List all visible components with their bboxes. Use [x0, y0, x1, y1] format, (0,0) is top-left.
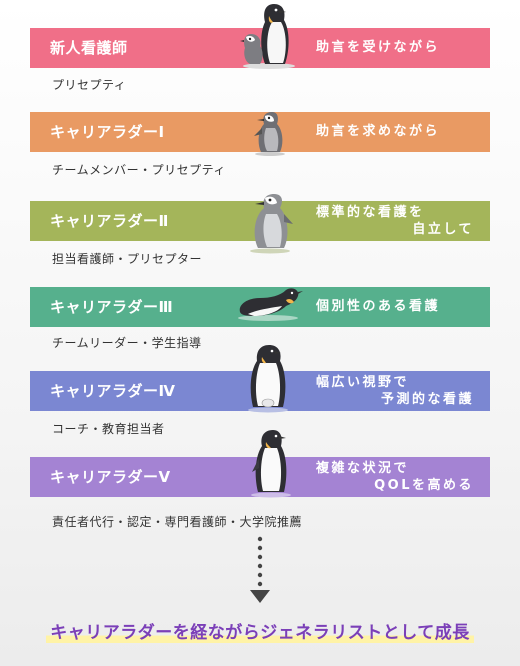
level-title: キャリアラダーⅣ	[50, 382, 176, 400]
lying-penguin-icon	[238, 288, 303, 321]
level-description-line1: 幅広い視野で	[316, 375, 410, 390]
young-penguin-icon	[254, 112, 285, 156]
growth-summary-text: キャリアラダーを経ながらジェネラリストとして成長	[46, 623, 474, 643]
level-title: キャリアラダーⅢ	[50, 298, 174, 316]
penguin-parent-and-chick-icon	[240, 4, 295, 69]
level-description-line2: QOLを高める	[374, 478, 474, 493]
level-role: プリセプティ	[52, 78, 127, 92]
level-title: 新人看護師	[50, 39, 128, 57]
level-description-line2: 予測的な看護	[380, 392, 474, 407]
level-description-line1: 複雑な状況で	[316, 461, 410, 476]
level-description: 助言を求めながら	[316, 112, 486, 152]
level-description-line1: 助言を求めながら	[316, 124, 441, 139]
dotted-down-arrow-icon	[250, 536, 270, 603]
level-title: キャリアラダーⅤ	[50, 468, 171, 486]
level-description-line2: 自立して	[412, 222, 474, 237]
level-role: チームメンバー・プリセプティ	[52, 163, 226, 177]
penguin-with-egg-icon	[248, 345, 288, 413]
growth-summary-caption: キャリアラダーを経ながらジェネラリストとして成長	[0, 618, 520, 643]
level-role: コーチ・教育担当者	[52, 422, 165, 436]
level-description: 個別性のある看護	[316, 287, 486, 327]
level-description-line1: 助言を受けながら	[316, 40, 441, 55]
level-role: チームリーダー・学生指導	[52, 336, 202, 350]
level-title: キャリアラダーⅠ	[50, 123, 165, 141]
level-description: 幅広い視野で 予測的な看護	[316, 371, 486, 408]
level-description: 標準的な看護を 自立して	[316, 201, 486, 238]
level-description-line1: 個別性のある看護	[316, 299, 441, 314]
level-band-ladder-3: キャリアラダーⅢ 個別性のある看護	[30, 287, 490, 327]
juvenile-penguin-icon	[250, 194, 293, 254]
level-description: 助言を受けながら	[316, 28, 486, 68]
level-role: 責任者代行・認定・専門看護師・大学院推薦	[52, 515, 303, 529]
level-description-line1: 標準的な看護を	[316, 205, 425, 220]
level-title: キャリアラダーⅡ	[50, 212, 169, 230]
level-description: 複雑な状況で QOLを高める	[316, 457, 486, 494]
level-role: 担当看護師・プリセプター	[52, 252, 203, 266]
adult-penguin-icon	[251, 430, 291, 498]
